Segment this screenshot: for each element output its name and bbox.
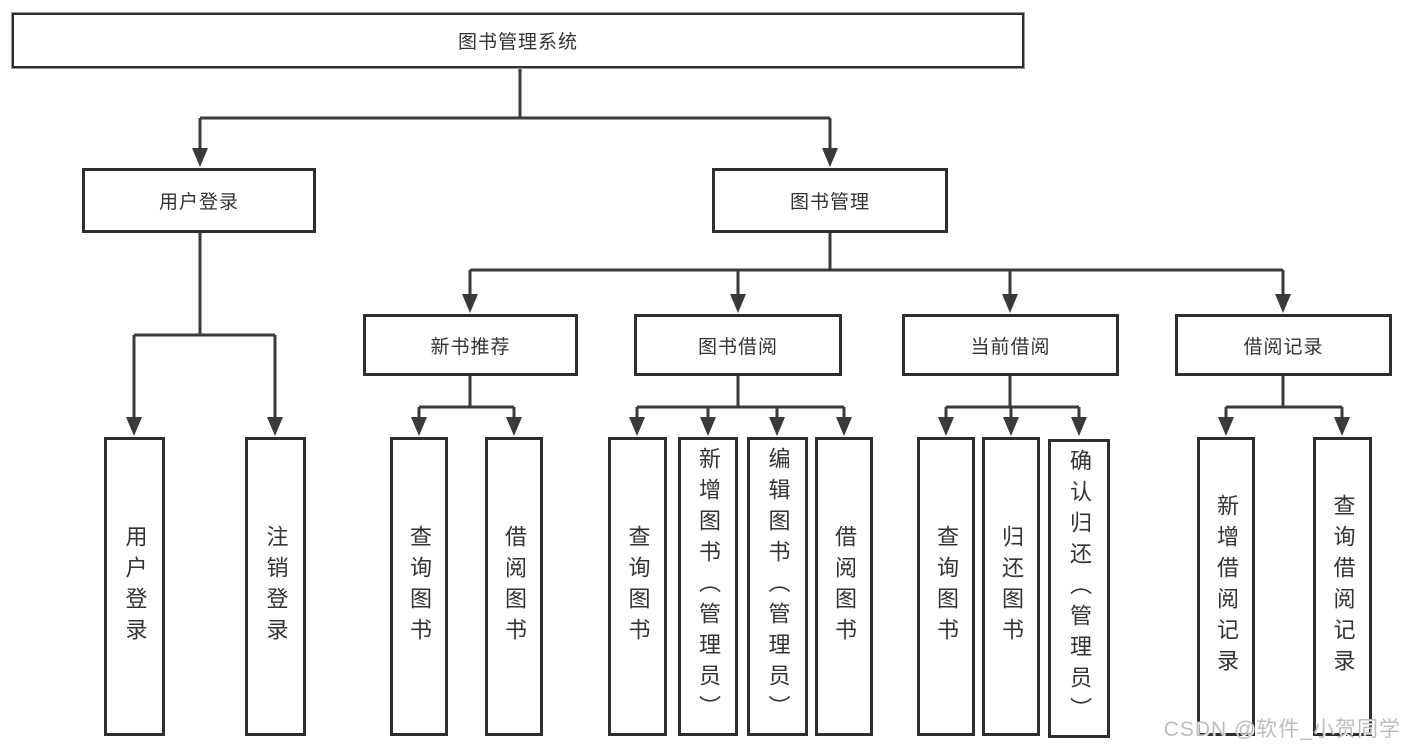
- leaf-label: 新增借阅记录: [1214, 493, 1239, 680]
- leaf-label: 查询图书: [407, 524, 432, 649]
- node-book-management: 图书管理: [712, 168, 948, 233]
- node-current-borrowing: 当前借阅: [902, 314, 1119, 376]
- leaf-label: 查询图书: [625, 524, 651, 649]
- leaf-label: 查询图书: [934, 524, 959, 649]
- leaf-return-books: 归还图书: [982, 437, 1040, 736]
- leaf-logout: 注销登录: [245, 437, 306, 736]
- leaf-label: 确认归还（管理员）: [1067, 449, 1092, 728]
- node-root: 图书管理系统: [12, 13, 1024, 68]
- node-new-book-recommendation: 新书推荐: [363, 314, 578, 376]
- leaf-confirm-return-admin: 确认归还（管理员）: [1048, 439, 1110, 738]
- leaf-user-login: 用户登录: [104, 437, 165, 736]
- node-borrowing-records: 借阅记录: [1175, 314, 1392, 376]
- leaf-query-borrow-record: 查询借阅记录: [1313, 437, 1372, 736]
- leaf-label: 借阅图书: [502, 524, 527, 649]
- watermark: CSDN @软件_小贺同学: [1163, 718, 1401, 741]
- leaf-query-books-current: 查询图书: [917, 437, 975, 736]
- leaf-label: 借阅图书: [832, 524, 857, 649]
- leaf-label: 查询借阅记录: [1330, 493, 1356, 680]
- leaf-label: 归还图书: [999, 524, 1024, 649]
- leaf-borrow-books-borrowing: 借阅图书: [815, 437, 873, 736]
- leaf-edit-book-admin: 编辑图书（管理员）: [747, 437, 808, 736]
- node-user-login: 用户登录: [82, 168, 316, 233]
- leaf-label: 用户登录: [122, 524, 148, 649]
- leaf-label: 注销登录: [263, 524, 289, 649]
- leaf-add-borrow-record: 新增借阅记录: [1197, 437, 1255, 736]
- leaf-query-books-borrowing: 查询图书: [608, 437, 667, 736]
- leaf-add-book-admin: 新增图书（管理员）: [678, 437, 738, 736]
- leaf-query-books-recommend: 查询图书: [390, 437, 448, 736]
- leaf-borrow-books-recommend: 借阅图书: [485, 437, 543, 736]
- leaf-label: 新增图书（管理员）: [696, 447, 721, 726]
- leaf-label: 编辑图书（管理员）: [765, 447, 791, 726]
- node-book-borrowing: 图书借阅: [634, 314, 842, 376]
